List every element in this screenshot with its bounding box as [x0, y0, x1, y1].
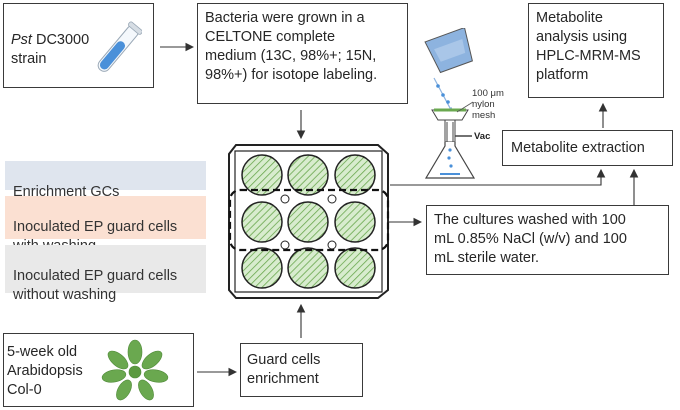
guard-cells-text: Guard cells enrichment	[247, 352, 321, 387]
extraction-text: Metabolite extraction	[511, 140, 645, 156]
analysis-box: Metabolite analysis using HPLC-MRM-MS pl…	[528, 3, 664, 98]
plate-well	[334, 201, 376, 243]
plate-well	[334, 247, 376, 289]
category-with-washing: Inoculated EP guard cells with washing	[5, 196, 206, 254]
mesh-pointer-line	[456, 101, 474, 113]
plate-well	[287, 154, 329, 196]
plate-spacer	[327, 240, 337, 250]
arabidopsis-plant-icon	[101, 339, 169, 401]
strain-label: Pst DC3000 strain	[11, 31, 89, 69]
plate-spacer	[280, 194, 290, 204]
strain-box: Pst DC3000 strain	[3, 3, 154, 88]
vacuum-filtration-illustration	[424, 28, 476, 179]
washing-text: The cultures washed with 100 mL 0.85% Na…	[434, 212, 627, 266]
well-plate	[228, 144, 390, 299]
strain-suffix: DC3000 strain	[11, 32, 90, 67]
plant-text: 5-week old Arabidopsis Col-0	[7, 344, 83, 398]
mesh-label: 100 μm nylon mesh	[472, 88, 504, 121]
plate-well	[241, 154, 283, 196]
arrow-plate-to-extraction	[390, 168, 606, 186]
test-tube-icon	[97, 21, 142, 72]
plate-well	[287, 247, 329, 289]
extraction-box: Metabolite extraction	[502, 130, 673, 166]
plant-box: 5-week old Arabidopsis Col-0	[3, 333, 194, 407]
plate-spacer	[327, 194, 337, 204]
washing-box: The cultures washed with 100 mL 0.85% Na…	[426, 205, 669, 275]
strain-prefix: Pst	[11, 32, 32, 48]
category-enrichment-gcs: Enrichment GCs	[5, 161, 206, 200]
plate-well	[334, 154, 376, 196]
vac-label: Vac	[474, 131, 491, 142]
growth-box: Bacteria were grown in a CELTONE complet…	[197, 3, 408, 104]
plate-well	[287, 201, 329, 243]
category-without-washing: Inoculated EP guard cells without washin…	[5, 245, 206, 303]
plate-well	[241, 247, 283, 289]
plate-well	[241, 201, 283, 243]
guard-cells-box: Guard cells enrichment	[240, 343, 363, 397]
growth-text: Bacteria were grown in a CELTONE complet…	[205, 10, 378, 83]
plate-spacer	[280, 240, 290, 250]
category-label: Inoculated EP guard cells without washin…	[13, 268, 178, 303]
analysis-text: Metabolite analysis using HPLC-MRM-MS pl…	[536, 10, 641, 83]
